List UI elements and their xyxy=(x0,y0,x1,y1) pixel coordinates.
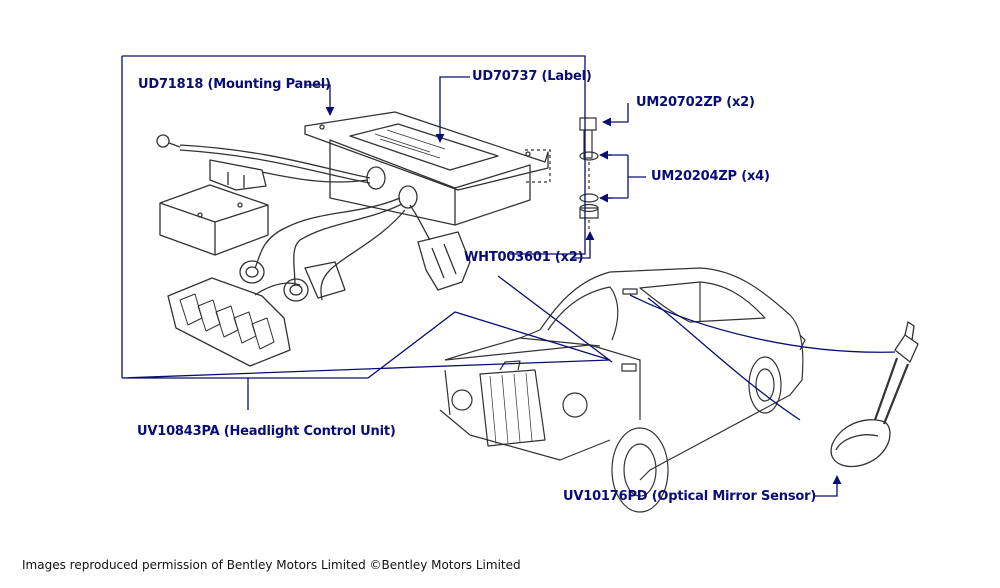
leader-lines xyxy=(121,55,896,497)
sensor-head xyxy=(830,419,891,468)
headlight-right xyxy=(562,392,588,418)
side-window xyxy=(639,281,766,323)
fastener-stack xyxy=(525,117,599,232)
control-unit-drawing xyxy=(156,111,549,367)
car-body xyxy=(639,314,804,481)
bonnet xyxy=(444,344,641,420)
headlight-left xyxy=(451,389,473,411)
label-plate xyxy=(349,123,499,171)
mirror-sensor-mount xyxy=(622,288,638,295)
windscreen xyxy=(547,286,619,341)
car-drawing xyxy=(439,267,806,513)
label-mounting-panel: UD71818 (Mounting Panel) xyxy=(138,77,331,92)
relay-box xyxy=(159,184,269,256)
label-label-part: UD70737 (Label) xyxy=(472,69,592,84)
round-plug-mid xyxy=(283,278,309,302)
control-unit-outline xyxy=(121,55,611,379)
grille xyxy=(479,369,546,447)
nut-icon xyxy=(579,207,599,219)
label-control-unit: UV10843PA (Headlight Control Unit) xyxy=(137,424,396,439)
mirror-sensor-drawing xyxy=(830,320,919,468)
label-connector: WHT003601 (x2) xyxy=(464,250,584,265)
plug-body xyxy=(304,261,346,299)
relay-connector xyxy=(209,159,267,191)
connector-block xyxy=(167,277,291,367)
multi-connector xyxy=(417,231,471,291)
ring-terminal xyxy=(156,134,170,148)
control-box xyxy=(329,139,531,226)
label-mirror-sensor: UV10176PD (Optical Mirror Sensor) xyxy=(563,489,817,504)
washer-icon xyxy=(579,151,599,161)
rear-wheel xyxy=(748,356,782,414)
car-roof xyxy=(539,267,791,331)
front-bumper xyxy=(439,409,611,461)
dash-sensor xyxy=(621,363,637,372)
front-wheel xyxy=(611,427,669,513)
label-bolt: UM20702ZP (x2) xyxy=(636,95,755,110)
label-washer: UM20204ZP (x4) xyxy=(651,169,770,184)
bolt-icon xyxy=(579,117,597,159)
copyright-credit: Images reproduced permission of Bentley … xyxy=(22,558,521,572)
round-plug-left xyxy=(239,260,265,284)
